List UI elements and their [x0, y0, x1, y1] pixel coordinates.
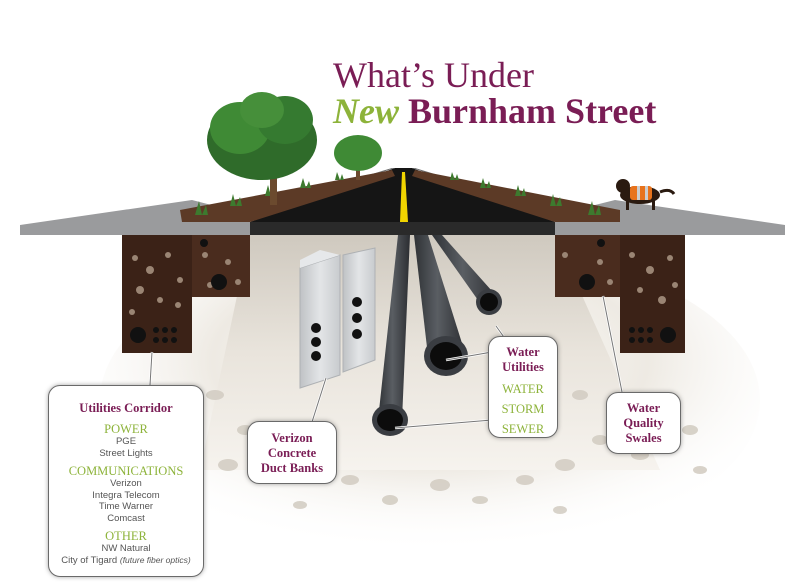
list-item: WATER	[502, 382, 544, 396]
list-item: Time Warner	[98, 501, 154, 512]
list-item: Verizon	[110, 478, 142, 489]
swales-heading-line: Quality	[623, 416, 664, 430]
verizon-heading-line: Duct Banks	[260, 461, 324, 475]
title-highlight-word: New	[333, 91, 399, 131]
list-item: NW Natural	[101, 543, 151, 554]
water-quality-swales-callout: Water Quality Swales	[606, 392, 681, 454]
list-item: STORM	[501, 402, 545, 416]
verizon-duct-bank-front	[299, 250, 341, 389]
water-utilities-heading-line: Water	[506, 345, 540, 359]
list-item: Street Lights	[99, 447, 153, 459]
title-street-name: Burnham Street	[408, 91, 657, 131]
utilities-corridor-callout: Utilities Corridor POWER PGE Street Ligh…	[48, 385, 204, 577]
water-utilities-heading-line: Utilities	[502, 360, 544, 374]
gravel-pebbles	[183, 390, 707, 514]
right-utility-conduits	[579, 239, 676, 343]
list-item: City of Tigard (future fiber optics)	[49, 555, 203, 567]
large-tree	[207, 92, 317, 205]
storm-pipe	[414, 235, 468, 376]
group-power: POWER	[104, 422, 148, 436]
list-item: SEWER	[501, 422, 545, 436]
right-gravel	[562, 252, 678, 304]
verizon-heading-line: Verizon	[271, 431, 313, 445]
verizon-duct-banks-callout: Verizon Concrete Duct Banks	[247, 421, 337, 484]
left-planting-strip	[180, 170, 395, 222]
swales-heading-line: Swales	[625, 431, 662, 445]
left-gravel	[129, 252, 241, 315]
water-pipe	[432, 235, 502, 315]
grass-tufts	[195, 172, 601, 215]
list-item-note: (future fiber optics)	[119, 554, 191, 565]
road-edge	[250, 222, 555, 235]
title-line-2: New Burnham Street	[333, 90, 656, 132]
dog-illustration	[616, 179, 676, 210]
title-line-1: What’s Under	[333, 55, 534, 95]
verizon-duct-bank-back	[342, 247, 376, 373]
road-center-line	[400, 172, 408, 222]
list-item-text: City of Tigard	[61, 554, 118, 566]
utilities-corridor-heading: Utilities Corridor	[79, 401, 173, 415]
small-tree	[334, 135, 382, 180]
verizon-heading-line: Concrete	[267, 446, 317, 460]
list-item: Comcast	[107, 512, 145, 524]
group-other: OTHER	[105, 529, 147, 543]
water-utilities-callout: Water Utilities WATER STORM SEWER	[488, 336, 558, 438]
swales-heading-line: Water	[626, 401, 661, 415]
left-utility-conduits	[130, 239, 227, 343]
list-item: PGE	[115, 436, 137, 447]
list-item: Integra Telecom	[92, 489, 160, 501]
group-communications: COMMUNICATIONS	[68, 464, 184, 478]
